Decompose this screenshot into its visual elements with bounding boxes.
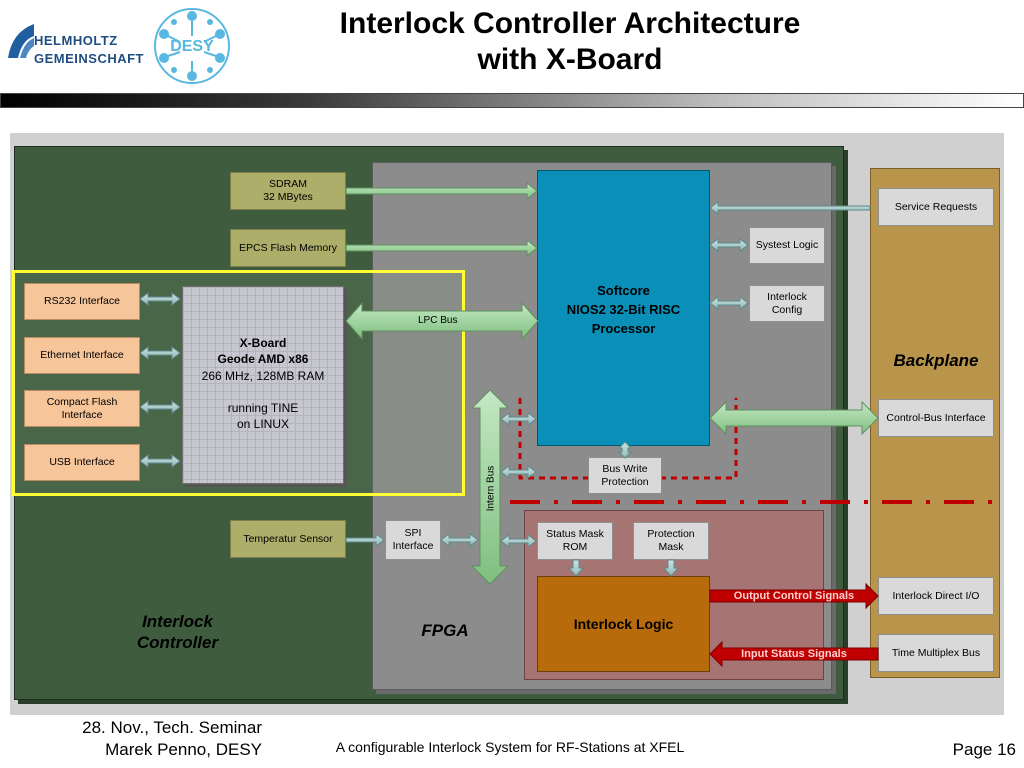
internbus-to-softcore-arrow: [500, 412, 537, 426]
epcs-flash-block: EPCS Flash Memory: [230, 229, 346, 267]
output-control-signals-arrow: [709, 582, 879, 610]
interlock-controller-label: Interlock Controller: [136, 612, 219, 652]
lpc-bus-arrow: [345, 301, 539, 341]
interlock-config-arrow: [709, 296, 749, 310]
footer-subtitle: A configurable Interlock System for RF-S…: [335, 739, 685, 755]
protection-mask-block: Protection Mask: [633, 522, 709, 560]
temp-to-spi-arrow: [345, 533, 385, 547]
input-status-signals-label: Input Status Signals: [741, 648, 847, 660]
intern-bus-arrow: [470, 389, 510, 585]
page-title: Interlock Controller Architecture with X…: [339, 7, 801, 76]
compact-flash-interface-block: Compact Flash Interface: [24, 390, 140, 427]
footer-date-event: 28. Nov., Tech. Seminar: [82, 718, 262, 737]
input-status-signals-arrow: [709, 640, 879, 668]
internbus-to-buswrite-arrow: [500, 465, 537, 479]
backplane-label: Backplane: [893, 351, 979, 370]
sdram-block: SDRAM 32 MBytes: [230, 172, 346, 210]
internbus-to-statusmask-arrow: [500, 534, 537, 548]
compactflash-to-xboard-arrow: [139, 400, 181, 414]
intern-bus-label: Intern Bus: [485, 465, 497, 512]
softcore-to-buswrite-arrow: [617, 441, 633, 459]
interlock-config-block: Interlock Config: [749, 285, 825, 322]
control-bus-interface-block: Control-Bus Interface: [878, 399, 994, 437]
fpga-label: FPGA: [421, 621, 469, 640]
helmholtz-wordmark: HELMHOLTZ GEMEINSCHAFT: [34, 33, 144, 66]
softcore-processor-block: Softcore NIOS2 32-Bit RISC Processor: [537, 170, 710, 446]
xboard-spec: 266 MHz, 128MB RAM: [201, 369, 325, 383]
service-requests-arrow: [709, 201, 871, 215]
output-control-signals-label: Output Control Signals: [733, 590, 855, 602]
lpc-bus-label: LPC Bus: [418, 315, 458, 326]
ethernet-interface-block: Ethernet Interface: [24, 337, 140, 374]
usb-interface-block: USB Interface: [24, 444, 140, 481]
desy-emblem-icon: [154, 8, 230, 84]
desy-wordmark: DESY: [170, 38, 214, 55]
epcs-to-softcore-arrow: [345, 238, 538, 258]
rs232-interface-block: RS232 Interface: [24, 283, 140, 320]
interlock-logic-block: Interlock Logic: [537, 576, 710, 672]
bus-write-protection-block: Bus Write Protection: [588, 457, 662, 494]
xboard-block: X-Board Geode AMD x86 266 MHz, 128MB RAM…: [182, 286, 344, 484]
footer-author: Marek Penno, DESY: [105, 740, 262, 759]
service-requests-block: Service Requests: [878, 188, 994, 226]
helmholtz-emblem-icon: [8, 24, 34, 58]
statusmask-to-logic-arrow: [567, 559, 585, 577]
temperature-sensor-block: Temperatur Sensor: [230, 520, 346, 558]
usb-to-xboard-arrow: [139, 454, 181, 468]
systest-logic-block: Systest Logic: [749, 227, 825, 264]
interlock-direct-io-block: Interlock Direct I/O: [878, 577, 994, 615]
desy-logo: DESY: [152, 6, 232, 86]
systest-arrow: [709, 238, 749, 252]
rs232-to-xboard-arrow: [139, 292, 181, 306]
helmholtz-logo: HELMHOLTZ GEMEINSCHAFT: [4, 10, 152, 76]
spi-interface-block: SPI Interface: [385, 520, 441, 560]
xboard-title: X-Board Geode AMD x86: [217, 336, 309, 366]
ethernet-to-xboard-arrow: [139, 346, 181, 360]
sdram-to-softcore-arrow: [345, 181, 538, 201]
status-mask-rom-block: Status Mask ROM: [537, 522, 613, 560]
control-bus-arrow: [709, 400, 879, 436]
footer-page-number: Page 16: [952, 740, 1016, 759]
protectionmask-to-logic-arrow: [662, 559, 680, 577]
softcore-label: Softcore NIOS2 32-Bit RISC Processor: [566, 283, 681, 336]
xboard-os: running TINE on LINUX: [227, 401, 299, 431]
time-multiplex-bus-block: Time Multiplex Bus: [878, 634, 994, 672]
spi-to-internbus-arrow: [440, 533, 479, 547]
